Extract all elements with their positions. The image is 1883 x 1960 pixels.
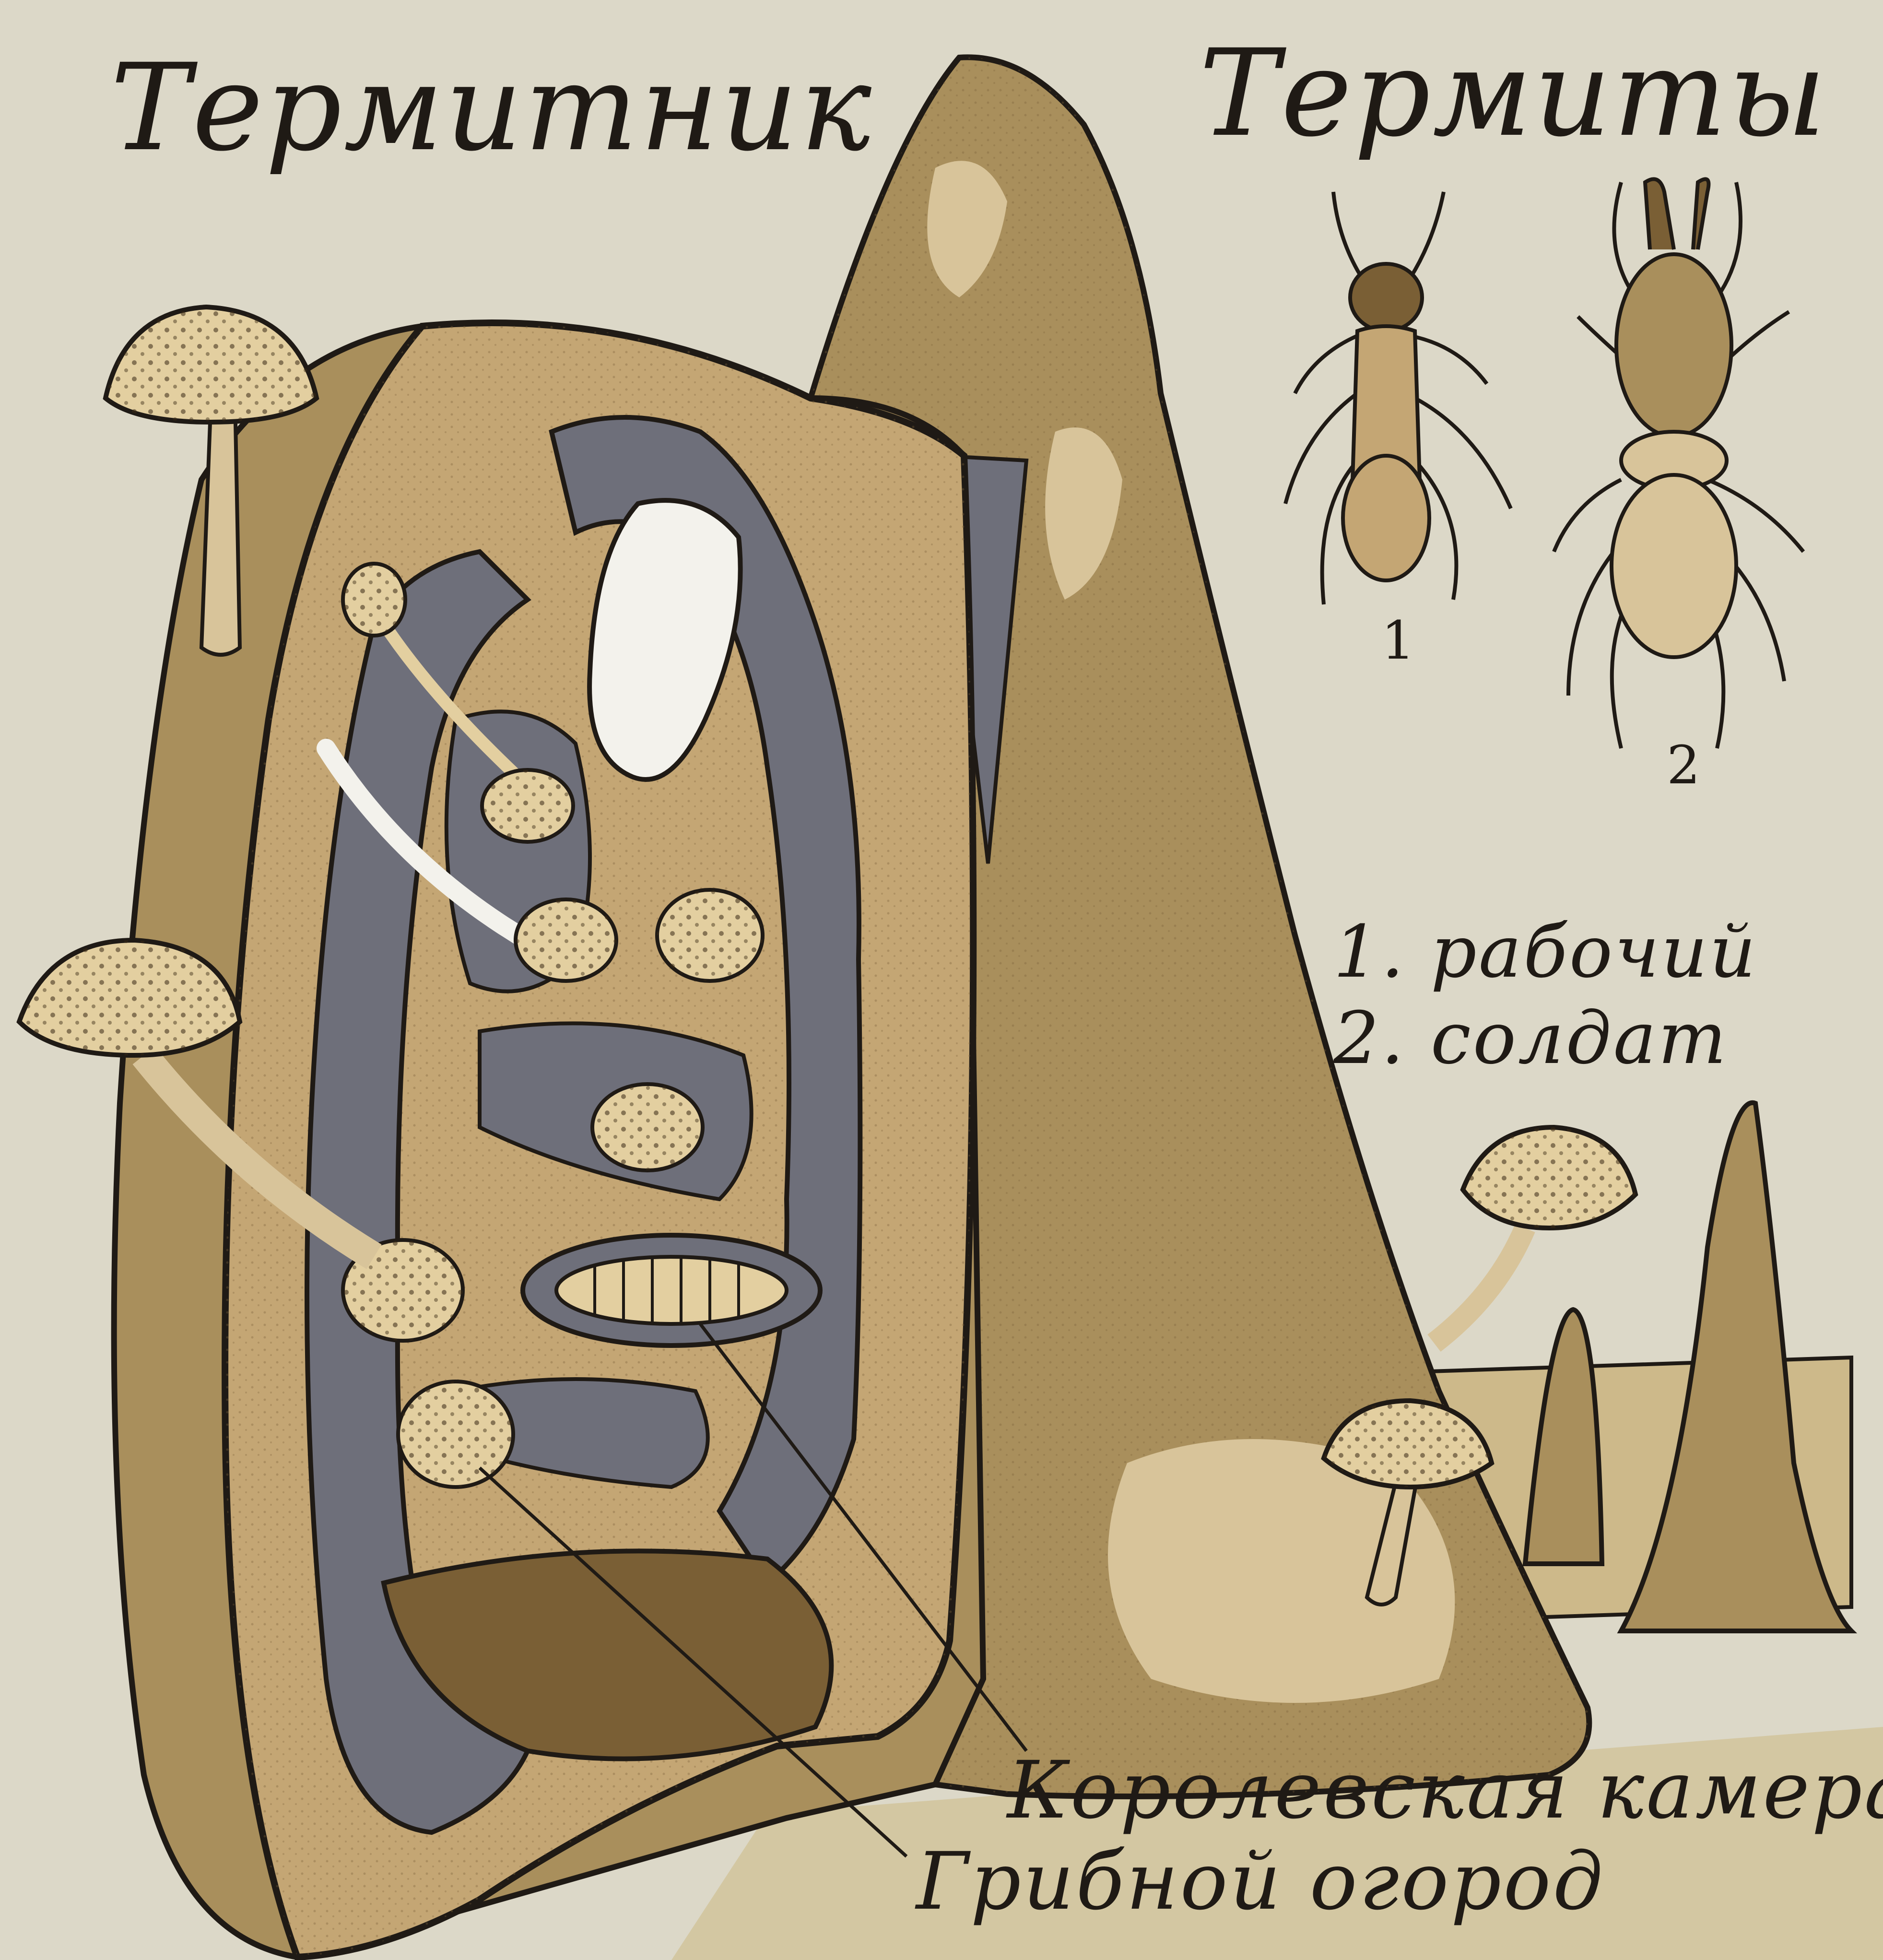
- legend-item-soldier: 2. солдат: [1333, 1003, 1728, 1074]
- worker-number-label: 1: [1381, 614, 1417, 667]
- mushroom: [1434, 1127, 1636, 1343]
- label-royal-chamber: Королевская камера: [1007, 1751, 1883, 1830]
- label-fungus-garden: Грибной огород: [916, 1842, 1605, 1921]
- title-termites: Термиты: [1199, 34, 1828, 153]
- termite-queen: [556, 1257, 787, 1324]
- termite-worker: [1285, 192, 1511, 604]
- termite-soldier: [1554, 179, 1803, 748]
- fungus-garden: [343, 564, 405, 636]
- title-termite-mound: Термитник: [110, 48, 873, 168]
- legend-item-worker: 1. рабочий: [1333, 916, 1758, 988]
- soldier-number-label: 2: [1667, 739, 1702, 791]
